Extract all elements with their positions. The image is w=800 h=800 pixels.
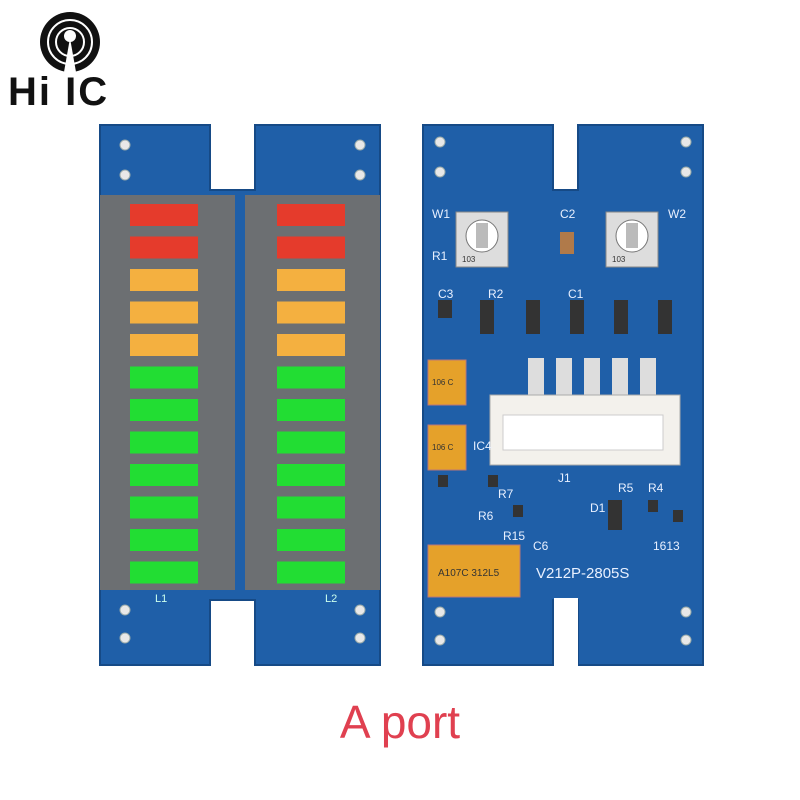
led-segment [130, 334, 198, 356]
led-segment [277, 269, 345, 291]
bargraph-body-2 [245, 195, 380, 590]
label-r7: R7 [498, 487, 514, 501]
label-j1: J1 [558, 471, 571, 485]
led-segment [130, 464, 198, 486]
silkscreen-labels: W1 W2 C2 C1 C3 R2 R1 R4 R5 R6 R7 R15 J1 … [432, 207, 686, 582]
led-segment [130, 366, 198, 389]
pot-w2-value: 103 [612, 255, 626, 264]
tantalum-cap-2 [427, 424, 467, 471]
trimmer-pot-w1: 103 [455, 211, 509, 268]
label-w1: W1 [432, 207, 450, 221]
label-c2: C2 [560, 207, 576, 221]
led-segment [130, 561, 198, 584]
tantalum-cap-c6 [427, 544, 521, 598]
led-bar-board: L1 L2 [99, 124, 381, 666]
smd-components [438, 232, 683, 530]
led-segment [277, 464, 345, 486]
cap2-marking: 106 C [432, 443, 454, 452]
mounting-holes-right [434, 136, 692, 646]
label-r15: R15 [503, 529, 525, 543]
mounting-holes-left [119, 139, 366, 644]
cap-c6-marking: A107C 312L5 [438, 568, 500, 579]
label-l2: L2 [325, 593, 337, 605]
hi-ic-logo [8, 8, 128, 108]
label-r6: R6 [478, 509, 494, 523]
led-segment [277, 366, 345, 389]
led-segment [130, 431, 198, 454]
tantalum-cap-1 [427, 359, 467, 406]
driver-board: 103 103 106 C 106 C A107C 312L5 W1 W2 C2… [422, 124, 704, 668]
led-segment [277, 399, 345, 421]
label-date: 1613 [653, 539, 680, 553]
label-c1: C1 [568, 287, 584, 301]
led-segment [130, 529, 198, 551]
label-w2: W2 [668, 207, 686, 221]
caption-text: A port [339, 696, 461, 748]
led-segment [130, 496, 198, 519]
led-segments-column-2 [277, 204, 345, 584]
led-segment [277, 236, 345, 259]
label-l1: L1 [155, 593, 167, 605]
label-ic4: IC4 [473, 439, 492, 453]
led-segment [130, 269, 198, 291]
led-segment [130, 399, 198, 421]
led-segment [277, 431, 345, 454]
label-c6: C6 [533, 539, 549, 553]
logo-emblem-icon [40, 12, 100, 72]
led-segment [277, 301, 345, 324]
trimmer-pot-w2: 103 [605, 211, 659, 268]
label-d1: D1 [590, 501, 606, 515]
led-segment [130, 204, 198, 226]
label-r2: R2 [488, 287, 504, 301]
pot-w1-value: 103 [462, 255, 476, 264]
cap1-marking: 106 C [432, 378, 454, 387]
led-segment [277, 334, 345, 356]
logo-text: Hi IC [8, 70, 110, 114]
led-segment [277, 561, 345, 584]
label-model: V212P-2805S [536, 565, 629, 582]
led-segment [130, 236, 198, 259]
board-notch [554, 598, 578, 668]
led-segment [277, 529, 345, 551]
label-c3: C3 [438, 287, 454, 301]
led-segments-column-1 [130, 204, 198, 584]
bargraph-body-1 [100, 195, 235, 590]
label-r1: R1 [432, 249, 448, 263]
label-r5: R5 [618, 481, 634, 495]
led-segment [277, 204, 345, 226]
connector-j1 [489, 358, 681, 466]
led-segment [277, 496, 345, 519]
led-segment [130, 301, 198, 324]
label-r4: R4 [648, 481, 664, 495]
